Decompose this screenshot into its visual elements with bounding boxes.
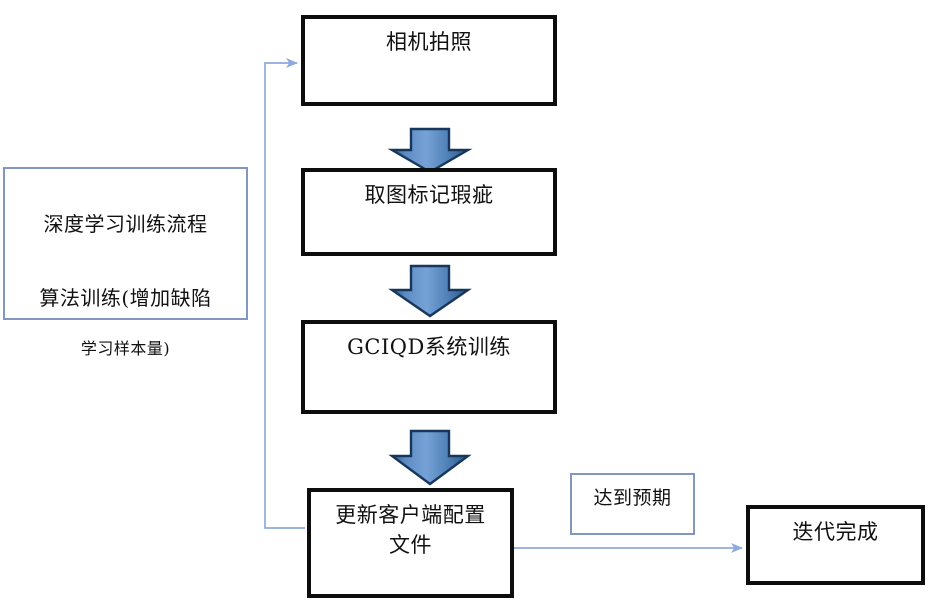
- arrow-update-to-camera-feedback: [264, 58, 305, 529]
- edge-label-expected-reached-text: 达到预期: [593, 487, 672, 509]
- node-update-client-config[interactable]: 更新客户端配置 文件: [307, 488, 514, 598]
- note-box-training-process: 深度学习训练流程 算法训练(增加缺陷 学习样本量): [3, 167, 248, 358]
- note-line-3: 学习样本量): [80, 338, 171, 358]
- arrow-train-to-update: [388, 429, 472, 486]
- edge-label-expected-reached: 达到预期: [570, 473, 695, 535]
- node-camera-capture[interactable]: 相机拍照: [301, 15, 557, 106]
- node-camera-capture-label: 相机拍照: [386, 30, 472, 54]
- note-line-1: 深度学习训练流程: [43, 212, 208, 237]
- node-gciqd-system-training[interactable]: GCIQD系统训练: [301, 320, 557, 414]
- arrow-mark-to-train: [388, 264, 472, 318]
- arrow-camera-to-mark: [387, 127, 473, 174]
- note-box-text: 深度学习训练流程 算法训练(增加缺陷 学习样本量): [39, 187, 212, 357]
- node-iteration-complete-label: 迭代完成: [792, 520, 879, 544]
- node-update-client-config-label: 更新客户端配置 文件: [335, 503, 486, 558]
- node-gciqd-system-training-label: GCIQD系统训练: [347, 335, 511, 359]
- note-line-2: 算法训练(增加缺陷: [39, 286, 212, 311]
- node-mark-defects-label: 取图标记瑕疵: [364, 183, 494, 207]
- node-iteration-complete[interactable]: 迭代完成: [746, 505, 925, 585]
- node-mark-defects[interactable]: 取图标记瑕疵: [301, 168, 557, 256]
